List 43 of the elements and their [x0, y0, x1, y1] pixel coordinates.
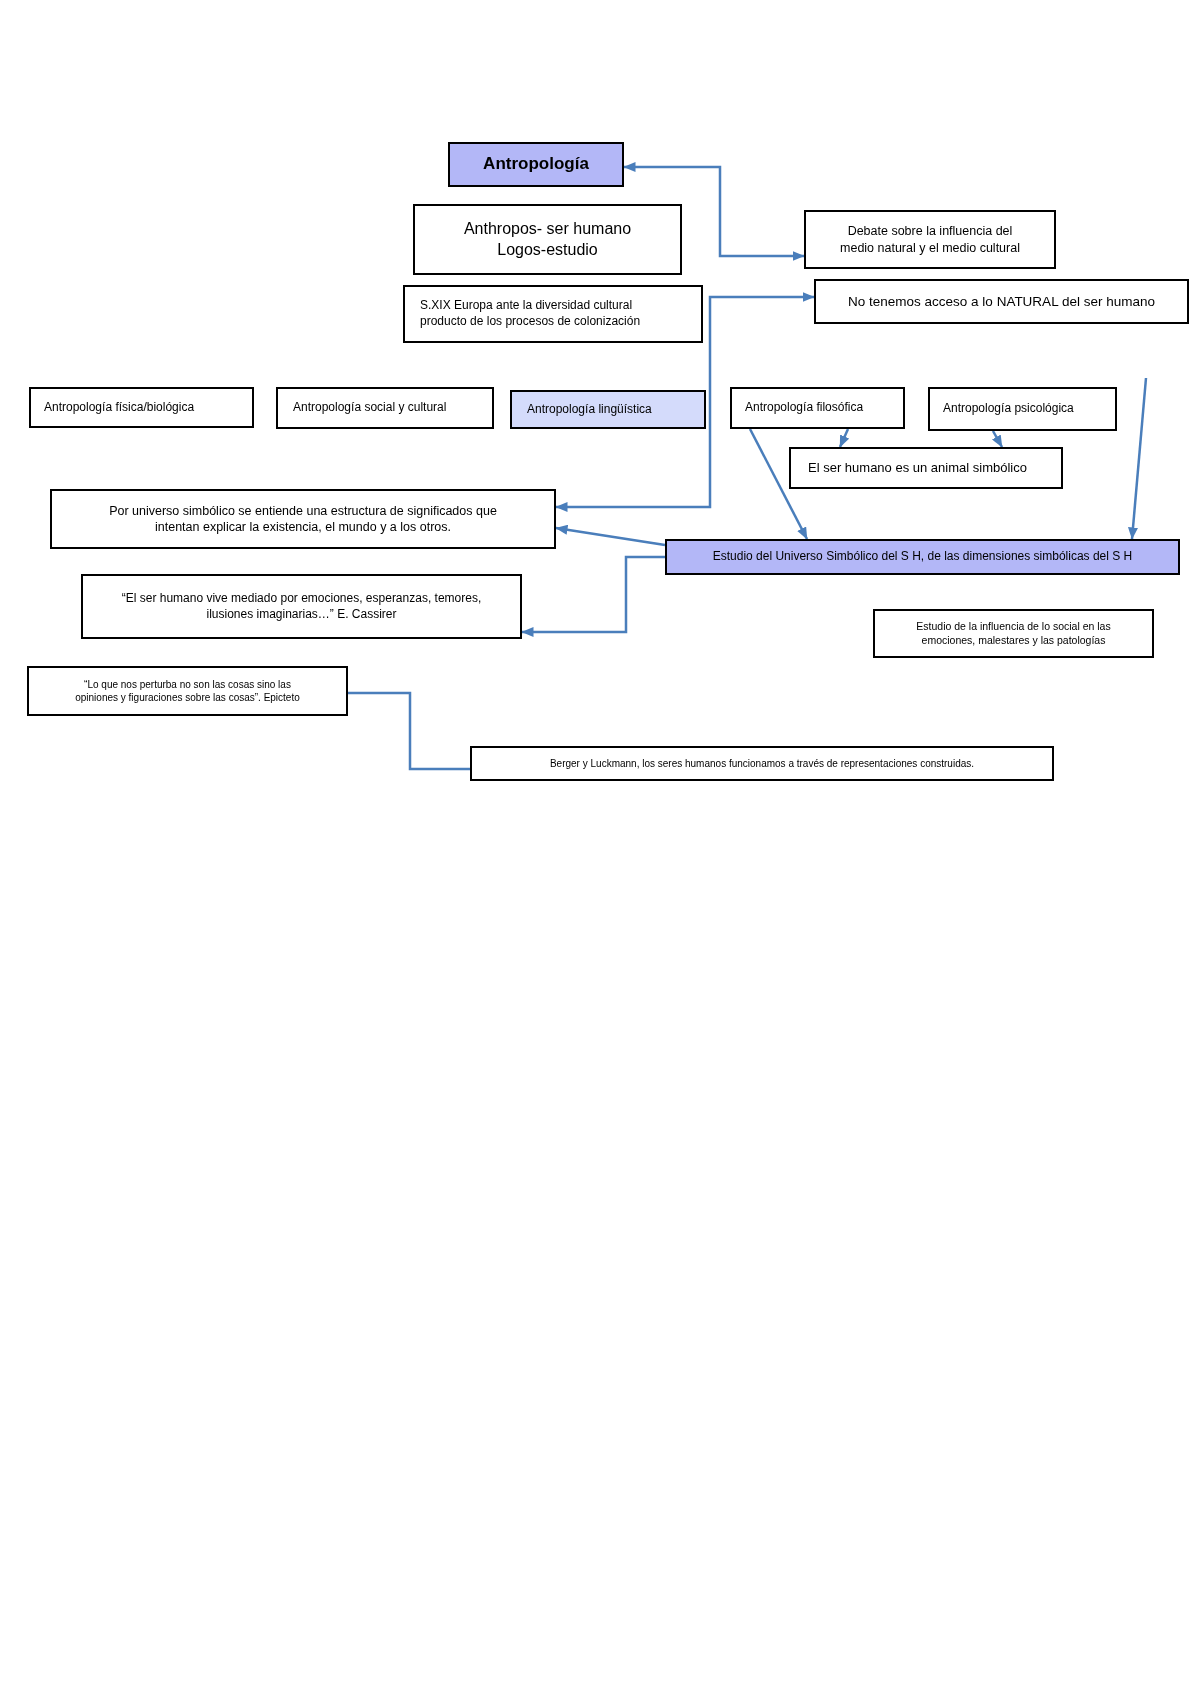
- concept-box: [665, 539, 1180, 575]
- concept-label: Debate sobre la influencia del medio natural y el medio cultural: [839, 223, 1021, 256]
- concept-box: [873, 609, 1154, 658]
- double-arrow: [555, 292, 815, 512]
- concept-box: [470, 746, 1054, 781]
- concept-label: No tenemos acceso a lo NATURAL del ser humano: [848, 292, 1155, 311]
- concept-label: El ser humano es un animal simbólico: [808, 459, 1027, 477]
- arrow: [838, 428, 850, 448]
- concept-label: Antropología filosófica: [745, 400, 864, 416]
- concept-label: Antropología psicológica: [943, 401, 1074, 417]
- concept-box: [413, 204, 682, 275]
- concept-box: [403, 285, 703, 343]
- concept-box: [81, 574, 522, 639]
- concept-label: Antropología: [483, 153, 589, 176]
- concept-label: Antropología lingüística: [527, 401, 652, 418]
- arrow: [748, 428, 809, 540]
- arrow: [1128, 377, 1148, 540]
- concept-box: [510, 390, 706, 429]
- concept-label: S.XIX Europa ante la diversidad cultural producto de los procesos de colonización: [420, 298, 642, 330]
- arrow: [521, 555, 665, 637]
- concept-box: [789, 447, 1063, 489]
- concept-box: [29, 387, 254, 428]
- arrow: [555, 524, 666, 547]
- concept-box: [276, 387, 494, 429]
- concept-label: Anthropos- ser humano Logos-estudio: [462, 218, 633, 260]
- concept-box: [50, 489, 556, 549]
- concept-label: Por universo simbólico se entiende una estructura de significados que intentan explicar la existencia, el mundo y a los otros.: [108, 502, 498, 536]
- arrow: [991, 430, 1004, 448]
- connector-line: [348, 691, 470, 771]
- concept-label: Estudio del Universo Simbólico del S H, de las dimensiones simbólicas del S H: [712, 549, 1133, 565]
- concept-box: [27, 666, 348, 716]
- concept-box: [804, 210, 1056, 269]
- concept-box: [730, 387, 905, 429]
- concept-label: “Lo que nos perturba no son las cosas sino las opiniones y figuraciones sobre las cosas”. Epicteto: [74, 678, 301, 704]
- double-arrow: [623, 162, 805, 261]
- concept-box: [448, 142, 624, 187]
- concept-box: [814, 279, 1189, 324]
- concept-label: “El ser humano vive mediado por emociones, esperanzas, temores, ilusiones imaginarias…” E. Cassirer: [120, 590, 483, 623]
- concept-label: Berger y Luckmann, los seres humanos funcionamos a través de representaciones construidas.: [549, 757, 975, 770]
- concept-box: [928, 387, 1117, 431]
- concept-label: Estudio de la influencia de lo social en las emociones, malestares y las patologías: [915, 619, 1112, 648]
- concept-label: Antropología social y cultural: [293, 400, 447, 416]
- concept-label: Antropología física/biológica: [44, 399, 195, 416]
